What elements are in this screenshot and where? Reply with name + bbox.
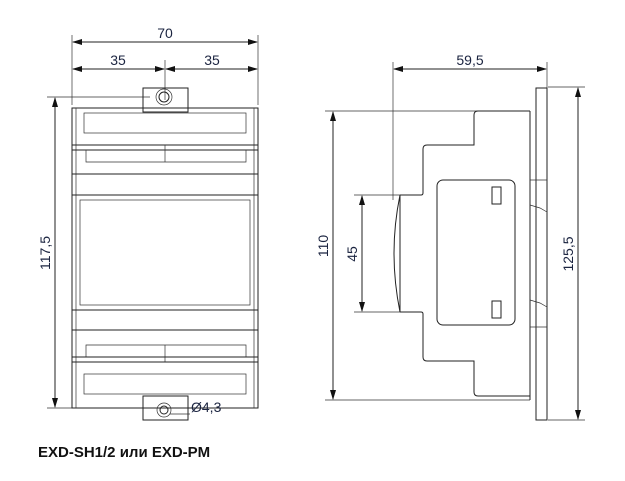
drawing-title: EXD-SH1/2 или EXD-PM (38, 444, 211, 461)
dim-hole-diameter: Ø4,3 (191, 399, 222, 415)
dim-depth: 59,5 (456, 52, 483, 68)
dim-half-right: 35 (204, 52, 220, 68)
dim-height-front: 45 (344, 246, 360, 262)
side-view (325, 62, 585, 421)
dim-height-body: 110 (315, 235, 331, 258)
dim-height-total-front: 117,5 (37, 236, 53, 270)
front-view (47, 35, 259, 421)
dim-half-left: 35 (110, 52, 126, 68)
dim-height-total-side: 125,5 (560, 236, 576, 271)
dim-width-total: 70 (157, 25, 173, 41)
